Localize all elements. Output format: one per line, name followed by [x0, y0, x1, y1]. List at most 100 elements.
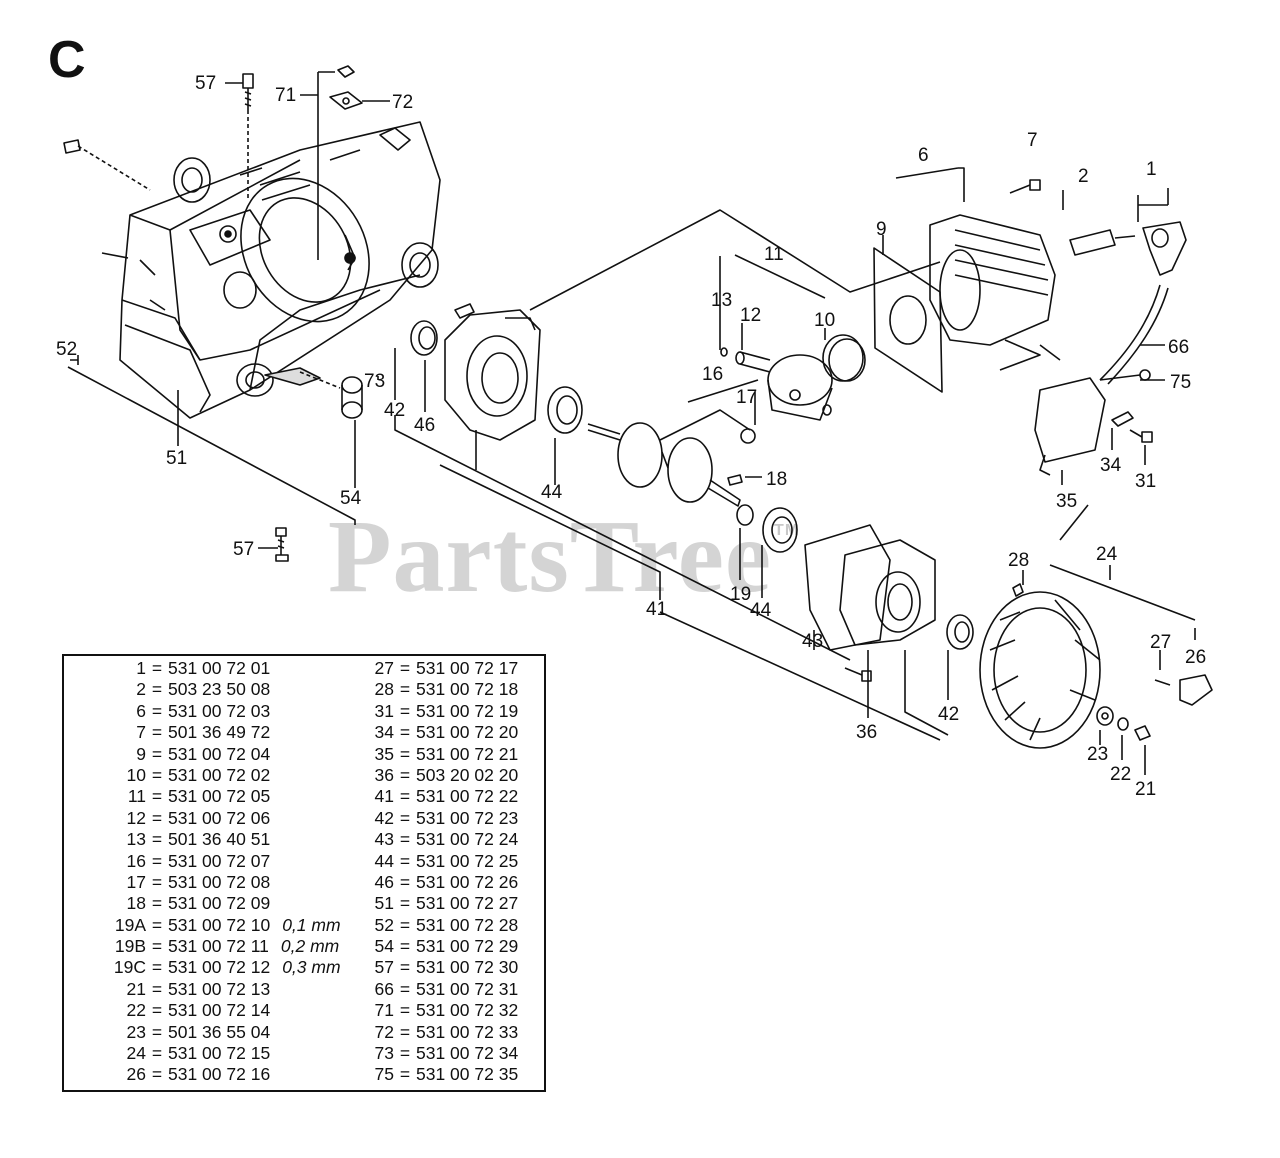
callout-41[interactable]: 41	[646, 599, 668, 620]
callout-54[interactable]: 54	[340, 488, 362, 509]
ignition-cable-66-drawing[interactable]	[1099, 284, 1169, 385]
clip-13-drawing[interactable]	[720, 347, 832, 416]
callout-52[interactable]: 52	[56, 339, 78, 360]
legend-row[interactable]: 17=531 00 72 08	[68, 872, 341, 893]
washer-19-drawing[interactable]	[736, 504, 754, 526]
legend-row[interactable]: 12=531 00 72 06	[68, 808, 341, 829]
legend-row[interactable]: 28=531 00 72 18	[336, 679, 519, 700]
callout-42-right[interactable]: 42	[938, 704, 960, 725]
legend-row[interactable]: 6=531 00 72 03	[68, 701, 341, 722]
legend-row[interactable]: 51=531 00 72 27	[336, 893, 519, 914]
legend-row[interactable]: 72=531 00 72 33	[336, 1022, 519, 1043]
legend-row[interactable]: 24=531 00 72 15	[68, 1043, 341, 1064]
bearing-44-right-drawing[interactable]	[762, 507, 798, 553]
piston-drawing[interactable]	[767, 354, 833, 421]
callout-6[interactable]: 6	[918, 145, 929, 166]
screw-57-top-drawing[interactable]	[242, 73, 254, 200]
callout-46[interactable]: 46	[414, 415, 436, 436]
crankcase-half-left-drawing[interactable]	[444, 303, 541, 441]
callout-10[interactable]: 10	[814, 310, 836, 331]
legend-row[interactable]: 18=531 00 72 09	[68, 893, 341, 914]
legend-row[interactable]: 31=531 00 72 19	[336, 701, 519, 722]
legend-row[interactable]: 22=531 00 72 14	[68, 1000, 341, 1021]
legend-row[interactable]: 42=531 00 72 23	[336, 808, 519, 829]
spring-27-drawing[interactable]	[1154, 679, 1171, 686]
legend-row[interactable]: 27=531 00 72 17	[336, 658, 519, 679]
callout-66[interactable]: 66	[1168, 337, 1190, 358]
piston-ring-10-drawing[interactable]	[822, 334, 866, 382]
legend-row[interactable]: 57=531 00 72 30	[336, 957, 519, 978]
legend-row[interactable]: 71=531 00 72 32	[336, 1000, 519, 1021]
bearing-44-left-drawing[interactable]	[547, 386, 583, 434]
screw-7-drawing[interactable]	[1009, 179, 1041, 194]
crankcase-half-right-drawing[interactable]	[839, 539, 936, 646]
callout-16[interactable]: 16	[702, 364, 724, 385]
screw-36-drawing[interactable]	[844, 667, 872, 682]
callout-7[interactable]: 7	[1027, 130, 1038, 151]
callout-1[interactable]: 1	[1146, 159, 1157, 180]
lock-washer-22-drawing[interactable]	[1117, 717, 1129, 731]
callout-23[interactable]: 23	[1087, 744, 1109, 765]
callout-44-left[interactable]: 44	[541, 482, 563, 503]
crankshaft-drawing[interactable]	[587, 409, 756, 507]
nut-21-drawing[interactable]	[1134, 725, 1151, 741]
ignition-module-drawing[interactable]	[1034, 369, 1151, 476]
legend-row[interactable]: 1=531 00 72 01	[68, 658, 341, 679]
legend-row[interactable]: 66=531 00 72 31	[336, 979, 519, 1000]
callout-43[interactable]: 43	[802, 631, 824, 652]
screw-57-bottom-drawing[interactable]	[275, 527, 289, 562]
callout-34[interactable]: 34	[1100, 455, 1122, 476]
legend-row[interactable]: 21=531 00 72 13	[68, 979, 341, 1000]
legend-row[interactable]: 10=531 00 72 02	[68, 765, 341, 786]
key-28-drawing[interactable]	[1012, 583, 1024, 597]
legend-row[interactable]: 46=531 00 72 26	[336, 872, 519, 893]
callout-42-left[interactable]: 42	[384, 400, 406, 421]
legend-row[interactable]: 9=531 00 72 04	[68, 744, 341, 765]
legend-row[interactable]: 35=531 00 72 21	[336, 744, 519, 765]
legend-row[interactable]: 54=531 00 72 29	[336, 936, 519, 957]
callout-75[interactable]: 75	[1170, 372, 1192, 393]
callout-22[interactable]: 22	[1110, 764, 1132, 785]
callout-57-bottom[interactable]: 57	[233, 539, 255, 560]
callout-2[interactable]: 2	[1078, 166, 1089, 187]
legend-row[interactable]: 2=503 23 50 08	[68, 679, 341, 700]
callout-51[interactable]: 51	[166, 448, 188, 469]
terminal-34-drawing[interactable]	[1111, 411, 1134, 427]
legend-row[interactable]: 41=531 00 72 22	[336, 786, 519, 807]
callout-26[interactable]: 26	[1185, 647, 1207, 668]
legend-row[interactable]: 34=531 00 72 20	[336, 722, 519, 743]
gasket-9-drawing[interactable]	[873, 247, 943, 393]
screw-31-drawing[interactable]	[1129, 429, 1153, 443]
crankcase-housing-drawing[interactable]	[101, 121, 441, 419]
callout-17[interactable]: 17	[736, 387, 758, 408]
legend-row[interactable]: 52=531 00 72 28	[336, 915, 519, 936]
seal-42-left-drawing[interactable]	[410, 320, 438, 356]
callout-35[interactable]: 35	[1056, 491, 1078, 512]
callout-27[interactable]: 27	[1150, 632, 1172, 653]
callout-36[interactable]: 36	[856, 722, 878, 743]
legend-row[interactable]: 43=531 00 72 24	[336, 829, 519, 850]
gasket-43-drawing[interactable]	[804, 524, 891, 651]
legend-row[interactable]: 36=503 20 02 20	[336, 765, 519, 786]
callout-21[interactable]: 21	[1135, 779, 1157, 800]
callout-44-right[interactable]: 44	[750, 600, 772, 621]
nut-71-drawing[interactable]	[317, 65, 355, 260]
callout-19[interactable]: 19	[730, 584, 752, 605]
legend-row[interactable]: 44=531 00 72 25	[336, 851, 519, 872]
flywheel-drawing[interactable]	[979, 591, 1101, 749]
callout-57-top[interactable]: 57	[195, 73, 217, 94]
legend-row[interactable]: 13=501 36 40 51	[68, 829, 341, 850]
legend-row[interactable]: 7=501 36 49 72	[68, 722, 341, 743]
pin-52-drawing[interactable]	[63, 139, 151, 191]
pin-73-drawing[interactable]	[299, 371, 341, 389]
callout-71[interactable]: 71	[275, 85, 297, 106]
legend-row[interactable]: 16=531 00 72 07	[68, 851, 341, 872]
callout-13[interactable]: 13	[711, 290, 733, 311]
legend-row[interactable]: 11=531 00 72 05	[68, 786, 341, 807]
legend-row[interactable]: 75=531 00 72 35	[336, 1064, 519, 1085]
sleeve-54-drawing[interactable]	[341, 376, 363, 419]
cylinder-drawing[interactable]	[929, 214, 1056, 346]
